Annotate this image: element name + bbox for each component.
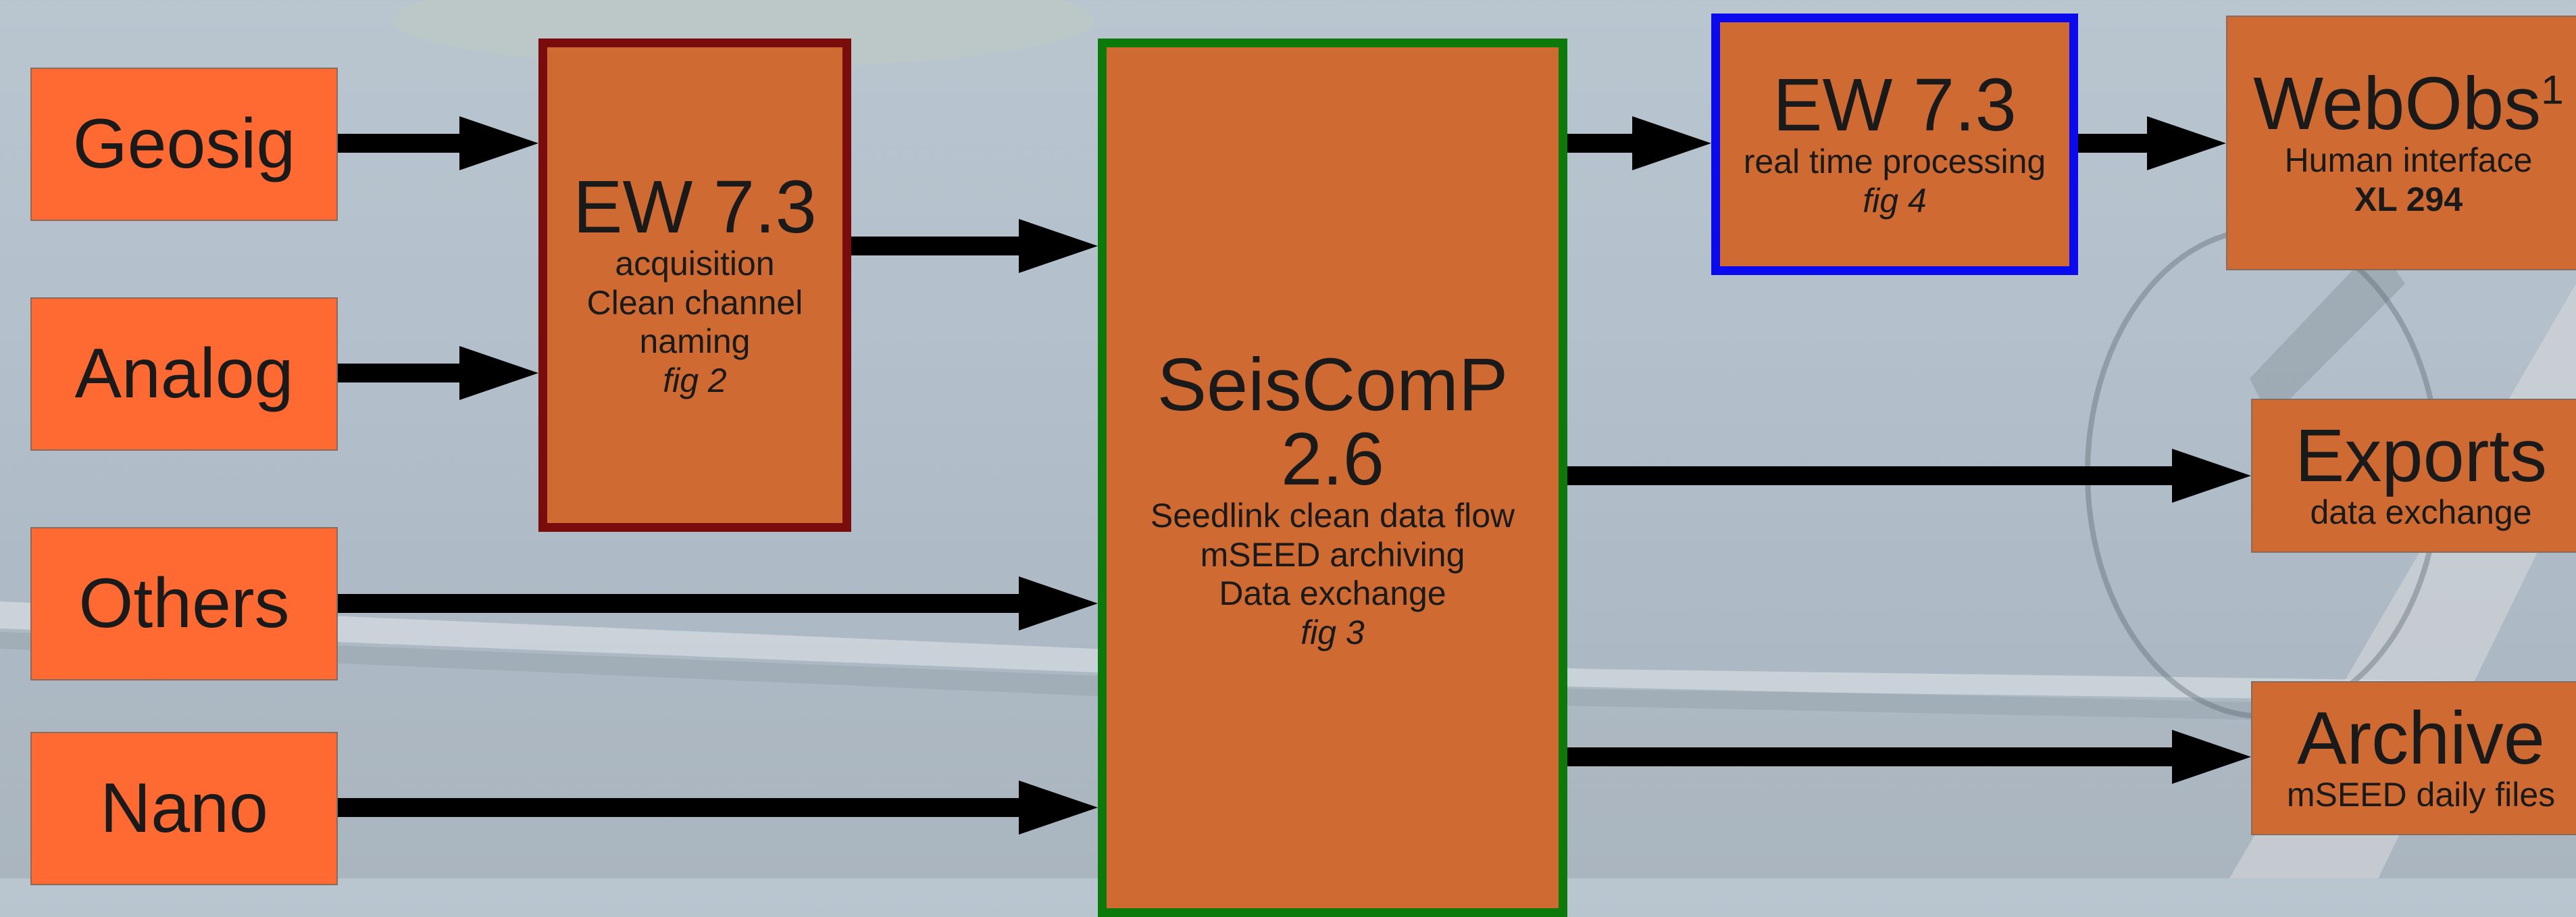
archive-box: Archive mSEED daily files [2251, 681, 2576, 835]
source-label: Nano [100, 768, 268, 847]
archive-title: Archive [2297, 697, 2545, 780]
ew-acquisition-line-1: acquisition [615, 245, 775, 282]
ew-realtime-title: EW 7.3 [1773, 64, 2017, 147]
seiscomp-line-3: Data exchange [1219, 574, 1446, 612]
source-label: Others [78, 564, 290, 643]
seiscomp-line-1: Seedlink clean data flow [1150, 497, 1515, 535]
seiscomp-fig: fig 3 [1300, 613, 1365, 651]
exports-line: data exchange [2310, 493, 2532, 532]
exports-title: Exports [2295, 414, 2547, 498]
archive-line: mSEED daily files [2286, 776, 2556, 814]
ew-realtime-fig: fig 4 [1863, 181, 1927, 220]
source-others: Others [30, 527, 338, 680]
source-geosig: Geosig [30, 68, 338, 221]
seiscomp-line-2: mSEED archiving [1200, 535, 1465, 574]
ew-acquisition-line-3: naming [639, 322, 751, 360]
ew-acquisition-box: EW 7.3 acquisition Clean channel naming … [538, 39, 851, 532]
source-label: Analog [74, 334, 294, 413]
ew-realtime-line: real time processing [1743, 143, 2046, 180]
seiscomp-box: SeisComP 2.6 Seedlink clean data flow mS… [1098, 39, 1567, 917]
webobs-title-text: WebObs [2253, 62, 2542, 145]
ew-acquisition-line-2: Clean channel [586, 283, 803, 322]
webobs-title: WebObs1 [2253, 67, 2564, 141]
webobs-line: Human interface [2284, 141, 2533, 179]
source-label: Geosig [72, 104, 296, 183]
ew-realtime-box: EW 7.3 real time processing fig 4 [1711, 14, 2078, 275]
webobs-bold-line: XL 294 [2354, 180, 2463, 218]
ew-acquisition-title: EW 7.3 [573, 166, 817, 249]
source-analog: Analog [30, 297, 338, 451]
webobs-footnote: 1 [2541, 66, 2564, 113]
webobs-box: WebObs1 Human interface XL 294 [2226, 16, 2576, 270]
seiscomp-title: SeisComP 2.6 [1157, 343, 1509, 501]
source-nano: Nano [30, 732, 338, 885]
exports-box: Exports data exchange [2251, 399, 2576, 553]
ew-acquisition-fig: fig 2 [663, 361, 727, 399]
